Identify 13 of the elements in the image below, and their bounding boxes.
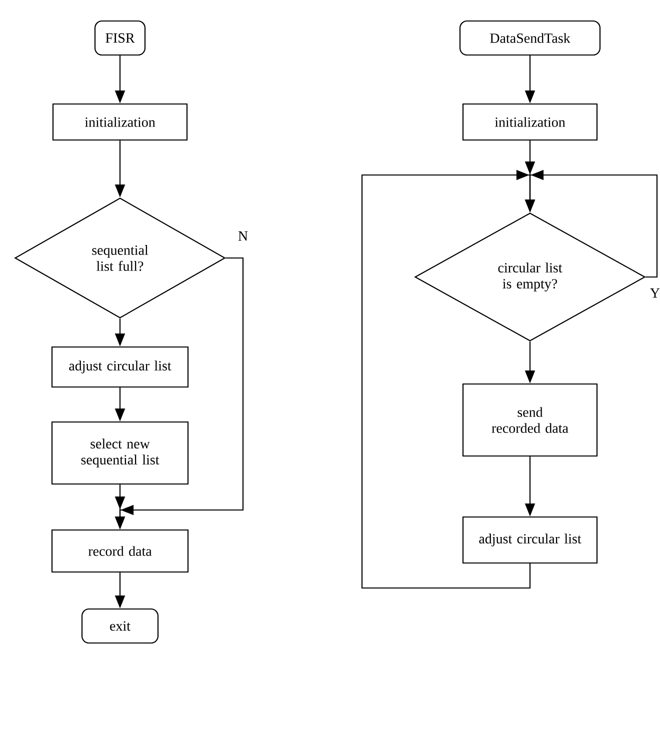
terminal-box: DataSendTask (459, 20, 601, 56)
terminal-box: exit (81, 608, 159, 644)
process-box: initialization (462, 103, 598, 141)
process-box: send recorded data (462, 383, 598, 457)
terminal-box: FISR (94, 20, 146, 56)
arrow (361, 170, 536, 589)
process-box: record data (51, 529, 189, 573)
process-box: adjust circular list (462, 516, 598, 564)
process-box: adjust circular list (51, 346, 189, 388)
process-box: select new sequential list (51, 421, 189, 485)
process-box: initialization (52, 103, 188, 141)
edge-label: N (238, 231, 248, 241)
edge-label: Y (650, 288, 660, 298)
